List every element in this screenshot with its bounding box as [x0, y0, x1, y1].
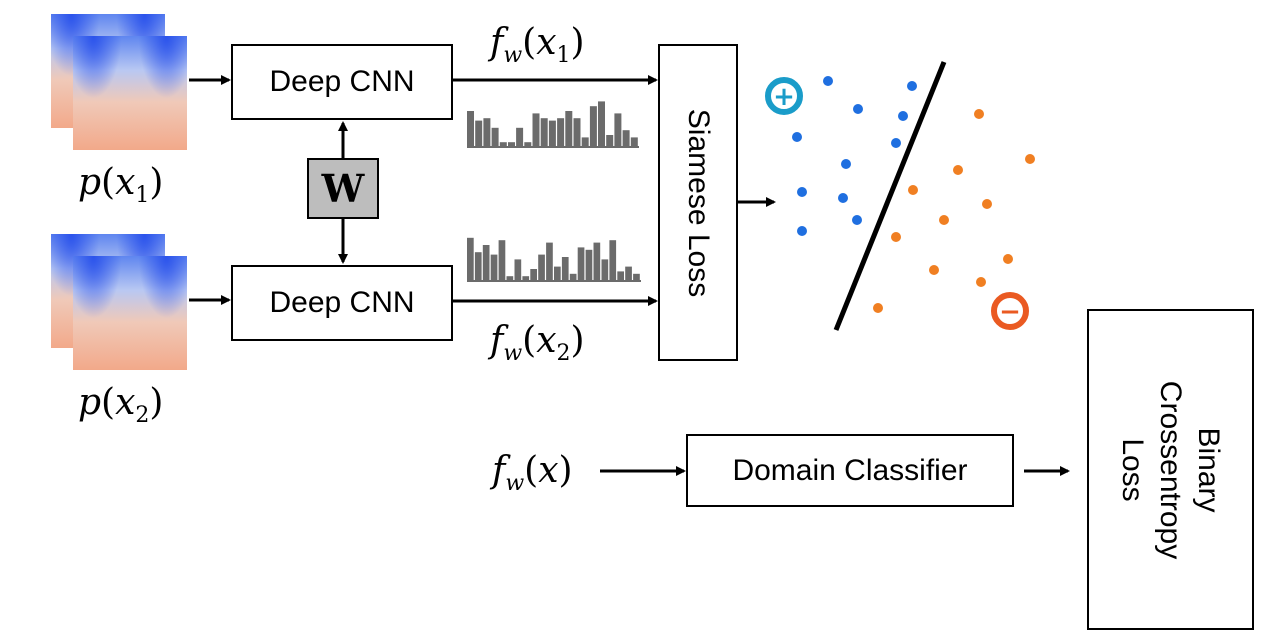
- feature-label-top: fw(x1): [490, 22, 585, 68]
- histogram-bar: [598, 101, 605, 147]
- positive-points: [792, 76, 917, 236]
- histogram-bar: [491, 127, 499, 147]
- histogram-bar: [548, 120, 556, 147]
- histogram-bar: [516, 127, 524, 147]
- feature-label-bottom: fw(x2): [490, 320, 585, 366]
- histogram-bar: [475, 120, 483, 147]
- negative-symbol: −: [999, 297, 1021, 327]
- histogram-bar: [467, 237, 474, 281]
- histogram-bar: [524, 142, 532, 147]
- positive-symbol: +: [773, 82, 795, 112]
- input-image-1-front: [73, 36, 187, 150]
- feature-histogram-top: [467, 101, 639, 148]
- positive-point: [838, 193, 848, 203]
- histogram-bar: [467, 111, 474, 147]
- histogram-bar: [573, 118, 581, 147]
- histogram-bar: [601, 259, 609, 281]
- positive-point: [823, 76, 833, 86]
- positive-point: [797, 226, 807, 236]
- histogram-bar: [557, 118, 565, 147]
- histogram-bar: [498, 240, 506, 281]
- histogram-bar: [614, 113, 622, 147]
- positive-point: [792, 132, 802, 142]
- positive-point: [797, 187, 807, 197]
- histogram-bar: [593, 242, 601, 281]
- histogram-bar: [514, 259, 522, 281]
- negative-point: [976, 277, 986, 287]
- decision-boundary: [833, 61, 947, 331]
- histogram-bar: [499, 142, 507, 147]
- negative-point: [1025, 154, 1035, 164]
- histogram-bar: [508, 142, 515, 147]
- negative-point: [1003, 254, 1013, 264]
- histogram-bar: [561, 257, 569, 281]
- histogram-bar: [606, 135, 614, 147]
- input-label-1: p(x1): [78, 162, 164, 208]
- positive-point: [852, 215, 862, 225]
- negative-point: [908, 185, 918, 195]
- negative-point: [939, 215, 949, 225]
- histogram-bar: [581, 137, 589, 147]
- histogram-bar: [589, 106, 597, 147]
- positive-class-badge: +: [765, 77, 803, 115]
- negative-point: [982, 199, 992, 209]
- histogram-bar: [585, 249, 593, 281]
- histogram-bar: [538, 254, 545, 281]
- deep-cnn-bottom-box: Deep CNN: [231, 265, 453, 341]
- histogram-bar: [546, 242, 553, 281]
- negative-points: [873, 109, 1035, 313]
- feature-label-generic: fw(x): [492, 450, 573, 496]
- input-image-2-front: [73, 256, 187, 370]
- input-label-2: p(x2): [78, 382, 164, 428]
- positive-point: [853, 104, 863, 114]
- histogram-bar: [625, 266, 632, 281]
- negative-point: [974, 109, 984, 119]
- histogram-bar: [633, 273, 640, 281]
- binary-crossentropy-loss-box: Binary Crossentropy Loss: [1087, 309, 1254, 630]
- domain-classifier-box: Domain Classifier: [686, 434, 1014, 507]
- negative-point: [873, 303, 883, 313]
- positive-point: [841, 159, 851, 169]
- histogram-bar: [490, 254, 498, 281]
- positive-point: [907, 81, 917, 91]
- histogram-bar: [474, 252, 482, 281]
- shared-weights-label: W: [321, 166, 365, 211]
- feature-histogram-bottom: [467, 237, 641, 282]
- histogram-bar: [522, 276, 530, 281]
- deep-cnn-top-box: Deep CNN: [231, 44, 453, 120]
- negative-point: [891, 232, 901, 242]
- domain-classifier-label: Domain Classifier: [732, 453, 968, 487]
- histogram-bar: [617, 271, 624, 281]
- histogram-bar: [622, 130, 630, 147]
- histogram-bar: [530, 269, 537, 281]
- histogram-bar: [609, 240, 617, 281]
- histogram-bar: [569, 273, 577, 281]
- shared-weights-box: W: [307, 158, 379, 219]
- positive-point: [898, 111, 908, 121]
- positive-point: [891, 138, 901, 148]
- histogram-bar: [482, 245, 490, 281]
- histogram-bar: [506, 276, 514, 281]
- deep-cnn-top-label: Deep CNN: [269, 65, 415, 98]
- histogram-bar: [565, 111, 573, 147]
- negative-point: [953, 165, 963, 175]
- negative-class-badge: −: [991, 292, 1029, 330]
- histogram-bar: [630, 137, 638, 147]
- negative-point: [929, 265, 939, 275]
- deep-cnn-bottom-label: Deep CNN: [269, 286, 415, 319]
- histogram-bar: [554, 266, 561, 281]
- histogram-bar: [540, 118, 548, 147]
- histogram-bar: [577, 247, 585, 281]
- siamese-loss-box: Siamese Loss: [658, 44, 738, 361]
- histogram-bar: [532, 113, 540, 147]
- histogram-bar: [483, 118, 491, 147]
